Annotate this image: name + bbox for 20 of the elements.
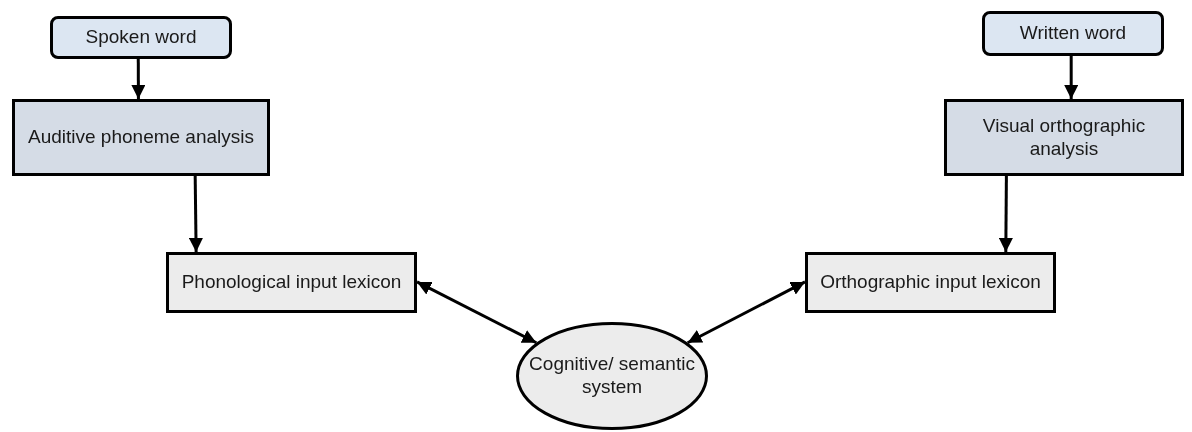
- arrow: [686, 280, 806, 345]
- lexicon-box: [166, 252, 417, 313]
- node-label: Visual orthographic analysis: [981, 114, 1147, 161]
- process-box: [12, 99, 270, 176]
- node-label: Phonological input lexicon: [180, 271, 403, 294]
- process-box: [944, 99, 1184, 176]
- node-label: Spoken word: [84, 26, 198, 49]
- arrow: [998, 176, 1013, 252]
- input-box: [50, 16, 232, 59]
- node-label: Cognitive/ semantic system: [528, 353, 696, 399]
- arrow: [416, 280, 538, 345]
- input-box: [982, 11, 1164, 56]
- arrow: [1064, 56, 1079, 99]
- node-label: Written word: [1018, 22, 1128, 45]
- lexicon-box: [805, 252, 1056, 313]
- arrow: [131, 59, 146, 99]
- arrow: [188, 175, 203, 253]
- system-ellipse: [516, 322, 708, 430]
- node-label: Auditive phoneme analysis: [27, 126, 255, 149]
- node-label: Orthographic input lexicon: [819, 271, 1042, 294]
